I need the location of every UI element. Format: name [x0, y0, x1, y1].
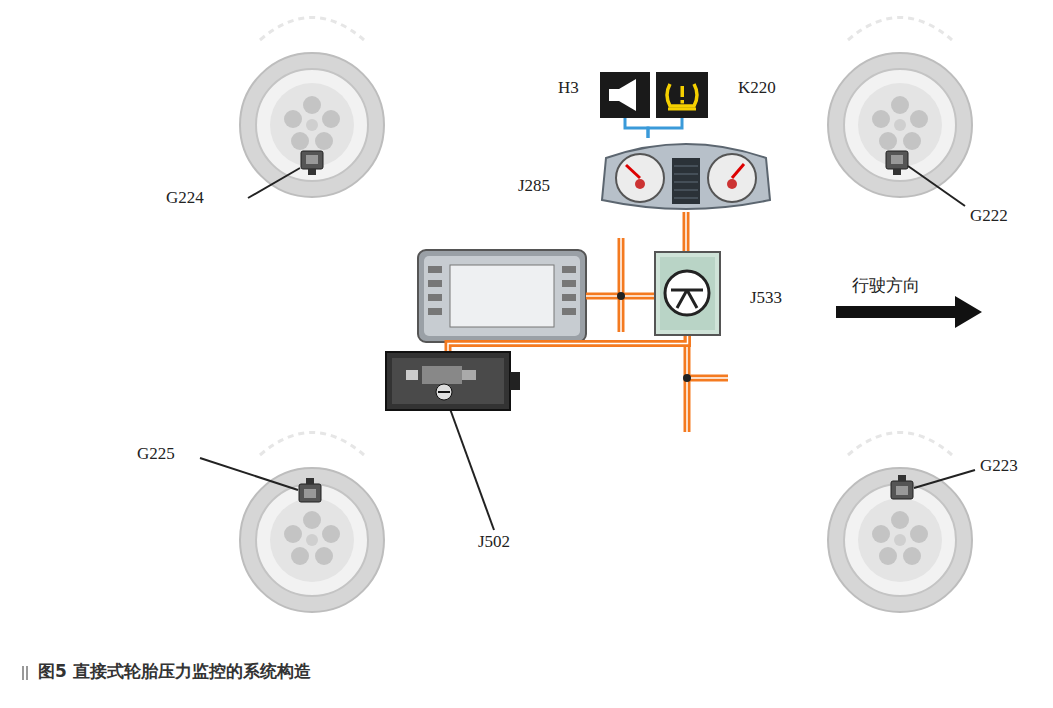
tpms-icon: [656, 72, 708, 118]
tpms-unit: K220: [656, 72, 708, 118]
can-bus-stubs: [586, 238, 728, 432]
part-code: H3: [558, 78, 579, 98]
gateway-icon: [655, 252, 720, 335]
figure-caption: 图5 直接式轮胎压力监控的系统构造: [38, 660, 311, 683]
direction-label: 行驶方向: [852, 274, 920, 297]
tire-pressure-sensors: [299, 151, 913, 502]
navigation-radio: [418, 250, 586, 342]
signal-wire: [625, 118, 648, 138]
can-bus: [448, 335, 688, 352]
can-bus: [686, 212, 687, 252]
part-code: J533: [750, 288, 782, 308]
part-code: J285: [518, 176, 550, 196]
cluster-unit: J285: [598, 138, 774, 212]
cluster-icon: [598, 138, 774, 212]
caption-mark: [22, 666, 28, 680]
ecu-unit: J502: [386, 352, 510, 410]
part-code: K220: [738, 78, 776, 98]
sensor-code: G223: [980, 456, 1018, 476]
sensor-code: G224: [166, 188, 204, 208]
leader-lines: [200, 166, 975, 530]
signal-wire: [648, 118, 682, 138]
ecu-icon: [386, 352, 510, 410]
gateway-unit: J533: [655, 252, 720, 335]
sensor-code: G222: [970, 206, 1008, 226]
speaker-icon: [600, 72, 650, 118]
part-code: J502: [478, 532, 510, 552]
direction-arrow: [836, 296, 982, 328]
sensor-code: G225: [137, 444, 175, 464]
speaker-unit: H3: [600, 72, 650, 118]
